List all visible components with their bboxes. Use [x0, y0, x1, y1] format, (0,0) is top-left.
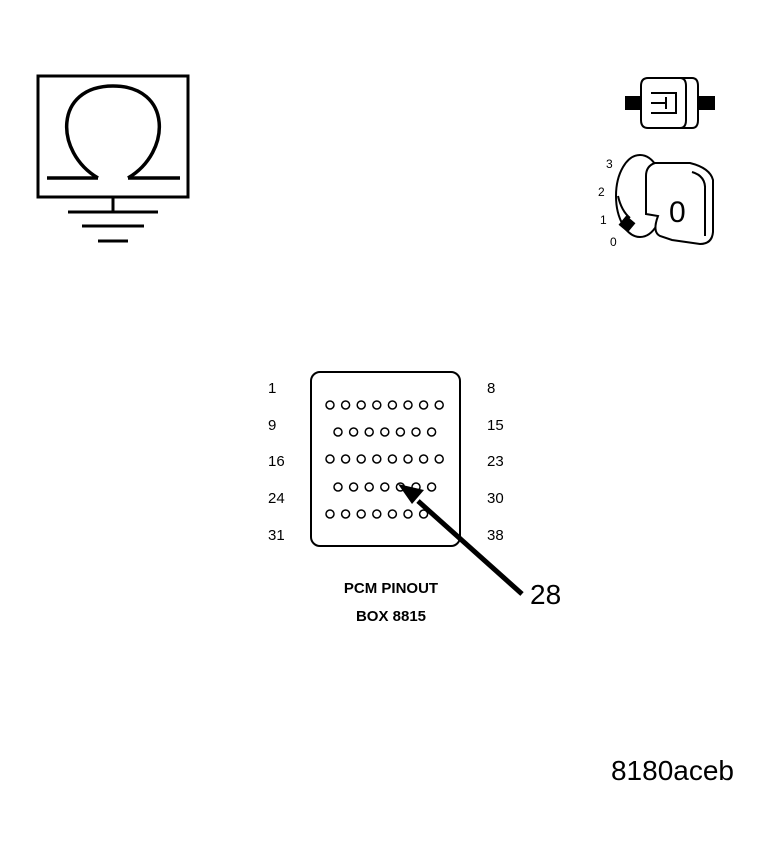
pin-hole-7	[418, 400, 429, 410]
pin-hole-1	[325, 400, 335, 410]
pin-hole-23	[434, 454, 444, 464]
pin-hole-18	[356, 454, 366, 464]
pin-hole-15	[426, 427, 437, 437]
pin-hole-13	[395, 427, 406, 437]
pin-hole-4	[372, 400, 382, 410]
pin-hole-36	[403, 509, 413, 519]
pin-hole-3	[356, 400, 366, 410]
pin-hole-22	[418, 454, 429, 464]
pin-label-23: 23	[487, 453, 504, 470]
pin-hole-35	[387, 509, 398, 519]
ignition-key-icon	[615, 154, 714, 246]
ignition-position-2: 2	[598, 185, 605, 199]
ignition-position-1: 1	[600, 213, 607, 227]
connector-caption-line2: BOX 8815	[356, 608, 426, 625]
pin-hole-24	[333, 482, 343, 492]
pin-hole-10	[348, 427, 359, 437]
pin-label-31: 31	[268, 527, 285, 544]
pin-label-9: 9	[268, 417, 276, 434]
pin-hole-9	[333, 427, 343, 437]
pin-label-24: 24	[268, 490, 285, 507]
pin-hole-26	[364, 482, 374, 492]
pin-label-8: 8	[487, 380, 495, 397]
pin-hole-17	[340, 454, 351, 464]
connector-caption-line1: PCM PINOUT	[344, 580, 438, 597]
pcm-connector-pins	[325, 400, 444, 519]
pin-hole-37	[418, 509, 429, 519]
pin-hole-21	[403, 454, 413, 464]
pin-hole-2	[340, 400, 351, 410]
pin-label-15: 15	[487, 417, 504, 434]
pin-hole-20	[387, 454, 398, 464]
pin-hole-11	[364, 427, 374, 437]
pin-label-1: 1	[268, 380, 276, 397]
ignition-key-label: 0	[669, 196, 686, 229]
pin-hole-30	[426, 482, 437, 492]
pin-hole-25	[348, 482, 359, 492]
pin-hole-27	[380, 482, 390, 492]
pin-hole-12	[380, 427, 390, 437]
callout-label: 28	[530, 579, 561, 610]
callout-arrow	[398, 484, 524, 596]
pin-hole-34	[372, 509, 382, 519]
pin-hole-5	[387, 400, 398, 410]
ohmmeter-icon	[36, 74, 190, 243]
pin-label-38: 38	[487, 527, 504, 544]
pin-hole-32	[340, 509, 351, 519]
pin-hole-19	[372, 454, 382, 464]
pin-hole-6	[403, 400, 413, 410]
pin-label-30: 30	[487, 490, 504, 507]
ignition-position-3: 3	[606, 157, 613, 171]
pin-label-16: 16	[268, 453, 285, 470]
ignition-position-0: 0	[610, 235, 617, 249]
figure-id: 8180aceb	[611, 755, 734, 786]
pin-hole-14	[411, 427, 421, 437]
pin-hole-8	[434, 400, 444, 410]
pin-hole-33	[356, 509, 366, 519]
pin-hole-16	[325, 454, 335, 464]
pin-hole-31	[325, 509, 335, 519]
connector-disconnect-icon	[625, 77, 715, 129]
